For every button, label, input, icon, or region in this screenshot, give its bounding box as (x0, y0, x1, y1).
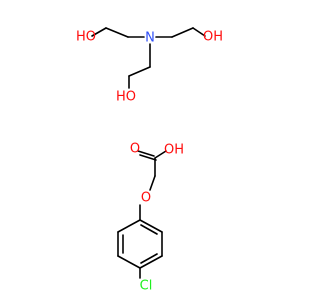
bond (128, 66, 151, 77)
bond (91, 27, 107, 37)
bond (139, 154, 157, 161)
bond (149, 175, 156, 191)
bond (117, 219, 141, 233)
chlorophenoxyacetic-acid-structure: OH O O Cl (117, 142, 184, 294)
ether-oxygen-atom: O (141, 191, 151, 206)
bond (117, 255, 141, 269)
hydroxyl-label-bottom: HO (116, 90, 136, 105)
triethanolamine-structure: N HO OH HO (76, 27, 223, 105)
bond (137, 150, 155, 157)
bond (192, 27, 206, 37)
nitrogen-atom: N (145, 31, 155, 46)
hydroxyl-label-acid: OH (164, 143, 184, 158)
bond (105, 27, 129, 38)
bond (139, 219, 163, 233)
bond (139, 255, 163, 269)
carbonyl-oxygen-atom: O (130, 142, 140, 157)
chlorine-atom: Cl (140, 279, 153, 294)
bond (140, 224, 158, 235)
hydroxyl-label-right: OH (203, 30, 223, 45)
molecule-canvas: N HO OH HO OH O O Cl (76, 27, 223, 294)
bond (171, 27, 194, 38)
bond (154, 150, 167, 159)
hydroxyl-label-left: HO (76, 30, 96, 45)
bond (140, 253, 158, 264)
structure-drawing: N HO OH HO OH O O Cl (76, 27, 223, 294)
